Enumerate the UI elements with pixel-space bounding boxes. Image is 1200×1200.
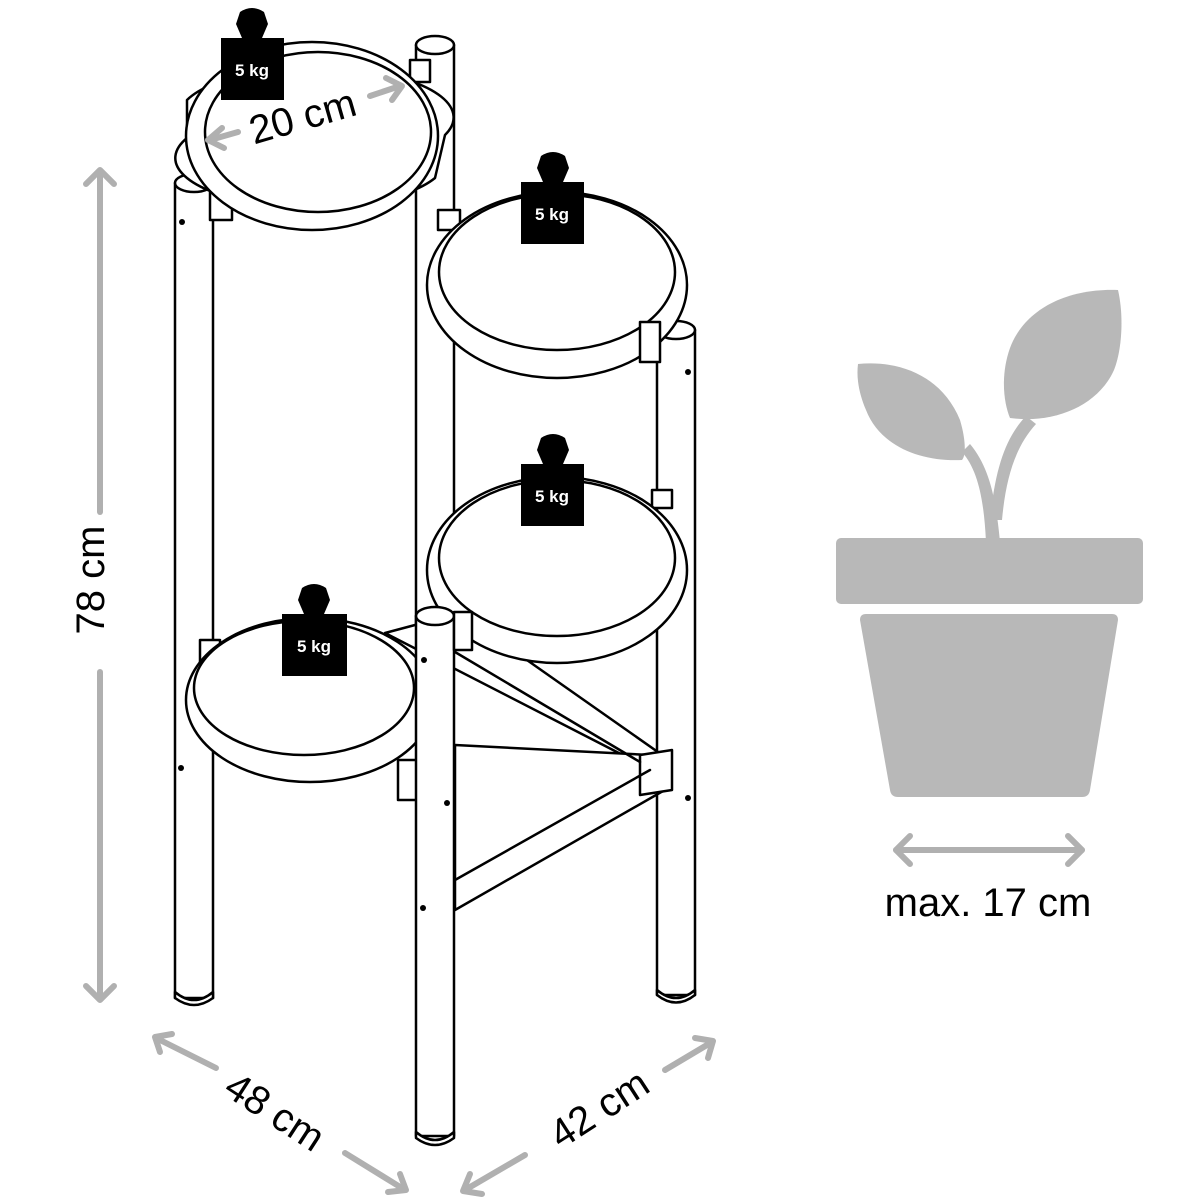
width-left-dimension: 48 cm (152, 1031, 409, 1195)
weight-icon (282, 584, 347, 676)
width-left-label: 48 cm (217, 1064, 332, 1160)
weight-label: 5 kg (535, 487, 569, 506)
weight-upper-right: 5 kg (521, 152, 584, 244)
arrow (462, 1152, 528, 1193)
pot-max-label: max. 17 cm (885, 881, 1092, 925)
weight-icon (521, 434, 584, 526)
plant-pot-icon (836, 289, 1143, 797)
arrow (367, 83, 403, 99)
right-leg (655, 319, 697, 1004)
width-right-label: 42 cm (542, 1061, 657, 1157)
tray-middle-right (425, 320, 689, 665)
weight-label: 5 kg (235, 61, 269, 80)
front-leg (414, 605, 474, 1147)
height-label: 78 cm (69, 526, 113, 635)
plant-stand-frame (173, 34, 697, 1147)
arrow (662, 1039, 715, 1073)
weight-middle-right: 5 kg (521, 434, 584, 526)
arrow (207, 129, 241, 143)
left-leg (173, 172, 234, 1007)
arrow (153, 1035, 219, 1071)
weight-top-left: 5 kg (221, 8, 284, 100)
arrow (342, 1150, 408, 1193)
weight-label: 5 kg (297, 637, 331, 656)
pot-max-dimension: max. 17 cm (885, 833, 1092, 925)
weight-icon (521, 152, 584, 244)
weight-label: 5 kg (535, 205, 569, 224)
height-dimension: 78 cm (69, 167, 117, 1003)
weight-icon (221, 8, 284, 100)
width-right-dimension: 42 cm (460, 1035, 716, 1197)
weight-lower-left: 5 kg (282, 584, 347, 676)
